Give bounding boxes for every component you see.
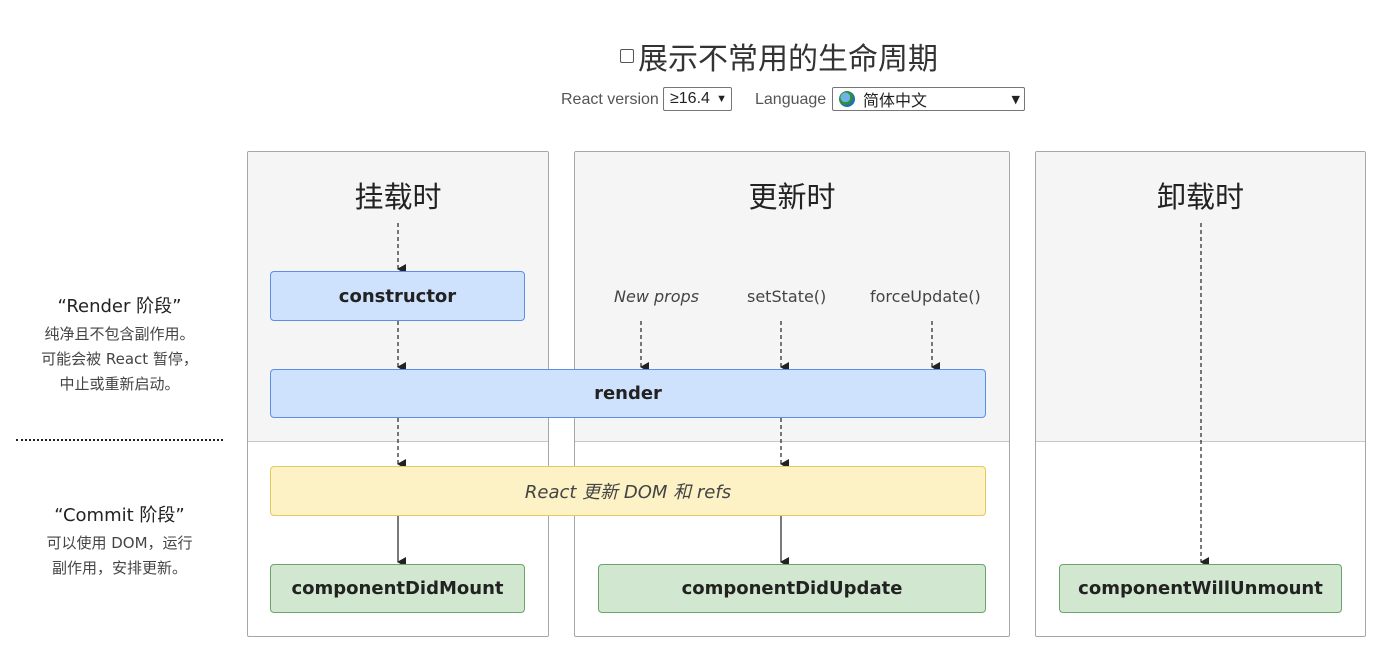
react-version-select[interactable]: ≥16.4 ▼: [663, 87, 732, 111]
commit-stage-line: 可以使用 DOM，运行: [46, 534, 193, 552]
unmounting-phase-title: 卸载时: [1156, 180, 1244, 214]
constructor-box: constructor: [270, 271, 525, 321]
render-label: render: [594, 383, 662, 404]
react-updates-dom-box: React 更新 DOM 和 refs: [270, 466, 986, 516]
chevron-down-icon: ▼: [1011, 92, 1020, 106]
show-rare-lifecycles-toggle[interactable]: 展示不常用的生命周期: [620, 34, 938, 78]
language-value: 简体中文: [863, 91, 928, 110]
component-did-mount-box: componentDidMount: [270, 564, 525, 613]
react-version-label: React version: [561, 91, 659, 108]
component-did-update-box: componentDidUpdate: [598, 564, 986, 613]
render-stage-description: 纯净且不包含副作用。 可能会被 React 暂停， 中止或重新启动。: [16, 322, 223, 397]
render-stage-line: 可能会被 React 暂停，: [41, 350, 198, 368]
mounting-phase-title: 挂载时: [354, 180, 442, 214]
globe-icon: [839, 91, 855, 107]
show-rare-lifecycles-label: 展示不常用的生命周期: [638, 42, 938, 77]
set-state-trigger: setState(): [747, 287, 827, 306]
language-label: Language: [755, 91, 827, 108]
updating-phase-title: 更新时: [748, 180, 836, 214]
component-did-update-label: componentDidUpdate: [681, 578, 903, 599]
commit-stage-description: 可以使用 DOM，运行 副作用，安排更新。: [16, 531, 223, 581]
component-will-unmount-label: componentWillUnmount: [1078, 578, 1323, 599]
commit-stage-title: “Commit 阶段”: [54, 505, 185, 526]
render-box: render: [270, 369, 986, 418]
stage-divider: [16, 439, 223, 441]
new-props-trigger: New props: [614, 287, 699, 306]
component-will-unmount-box: componentWillUnmount: [1059, 564, 1342, 613]
react-version-value: ≥16.4: [670, 90, 710, 107]
render-stage-line: 中止或重新启动。: [59, 375, 180, 393]
show-rare-lifecycles-checkbox[interactable]: [620, 49, 634, 63]
render-stage-line: 纯净且不包含副作用。: [44, 325, 195, 343]
force-update-trigger: forceUpdate(): [870, 287, 981, 306]
render-stage-title: “Render 阶段”: [57, 296, 182, 317]
react-updates-dom-label: React 更新 DOM 和 refs: [524, 482, 732, 503]
component-did-mount-label: componentDidMount: [291, 578, 504, 599]
language-select[interactable]: 简体中文 ▼: [832, 87, 1025, 111]
constructor-label: constructor: [338, 285, 457, 307]
commit-stage-line: 副作用，安排更新。: [51, 559, 187, 577]
chevron-down-icon: ▼: [716, 93, 727, 105]
